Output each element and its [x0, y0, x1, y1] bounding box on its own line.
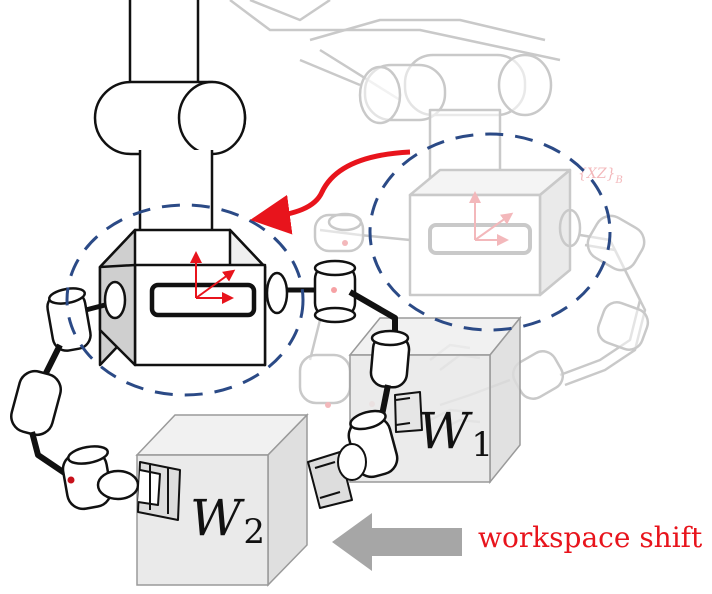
shift-arrow-icon	[332, 513, 462, 571]
workspace-circle-previous	[368, 132, 612, 332]
workspace-1-label: W1	[418, 402, 493, 465]
workspace-circle-current	[65, 203, 305, 397]
ghost-frame-label: {XZ}B	[578, 166, 623, 186]
workspace-shift-label: workspace shift	[478, 521, 703, 554]
main-robot	[10, 0, 423, 521]
joint-marker	[67, 476, 75, 484]
frame-axes-icon	[190, 251, 236, 304]
joint-marker	[331, 287, 337, 293]
curved-arrow-icon	[250, 149, 411, 235]
ghost-robot	[229, 0, 650, 432]
workspace-2-label: W2	[190, 489, 265, 552]
